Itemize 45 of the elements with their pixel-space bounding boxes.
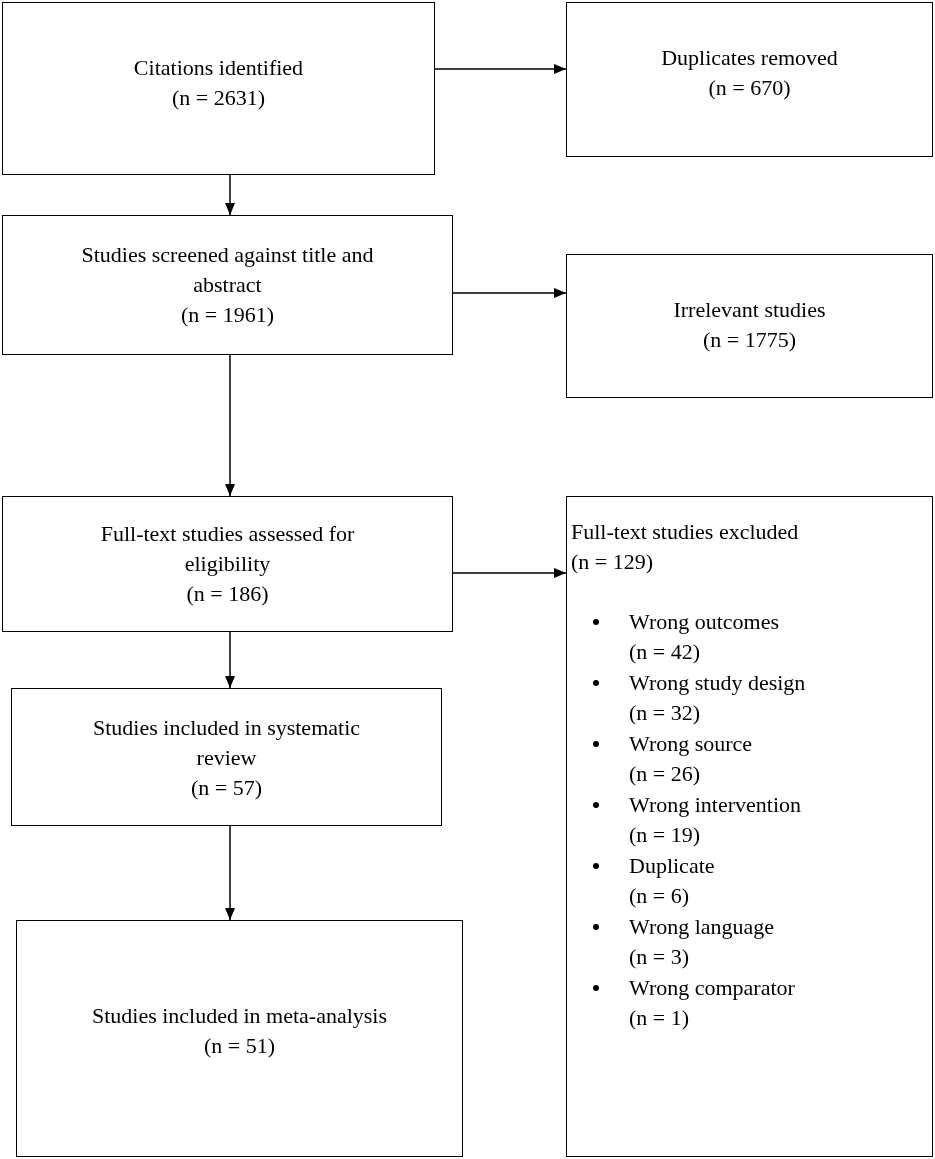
process-box (566, 2, 933, 157)
process-box (11, 688, 442, 826)
reason-text: Wrong source (629, 730, 753, 758)
process-box (566, 254, 933, 398)
arrow (225, 174, 235, 216)
count-text: (n = 42) (629, 638, 702, 666)
box-label: Full-text studies assessed for eligibility (99, 520, 356, 578)
arrow (452, 568, 567, 578)
box-label: Studies included in systematic review (92, 714, 361, 772)
arrow (225, 631, 235, 689)
arrow (225, 825, 235, 921)
exclusion-box (566, 496, 933, 1157)
box-heading: Full-text studies excluded (571, 518, 800, 546)
box-label: Studies included in meta-analysis (91, 1002, 388, 1030)
count-text: (n = 1775) (702, 326, 797, 354)
reason-text: Duplicate (629, 852, 715, 880)
count-text: (n = 26) (629, 760, 702, 788)
arrow (452, 288, 567, 298)
count-text: (n = 1961) (180, 301, 275, 329)
arrow (434, 64, 567, 74)
count-text: (n = 1) (629, 1004, 691, 1032)
process-box (2, 215, 453, 355)
process-box (2, 496, 453, 632)
reason-text: Wrong language (629, 913, 775, 941)
count-text: (n = 3) (629, 943, 691, 971)
box-label: Duplicates removed (661, 44, 838, 72)
reason-text: Wrong intervention (629, 791, 801, 819)
reason-text: Wrong study design (629, 669, 806, 697)
count-text: (n = 186) (186, 580, 269, 608)
count-text: (n = 2631) (171, 84, 266, 112)
reason-text: Wrong comparator (629, 974, 795, 1002)
box-label: Irrelevant studies (673, 296, 826, 324)
count-text: (n = 670) (708, 74, 791, 102)
process-box (2, 2, 435, 175)
count-text: (n = 19) (629, 821, 702, 849)
process-box (16, 920, 463, 1157)
box-label: Citations identified (133, 54, 304, 82)
count-text: (n = 6) (629, 882, 691, 910)
box-label: Studies screened against title and abstract (80, 241, 375, 299)
reason-text: Wrong outcomes (629, 608, 780, 636)
count-text: (n = 129) (571, 548, 655, 576)
count-text: (n = 51) (203, 1032, 276, 1060)
count-text: (n = 32) (629, 699, 702, 727)
count-text: (n = 57) (190, 774, 263, 802)
arrow (225, 354, 235, 497)
